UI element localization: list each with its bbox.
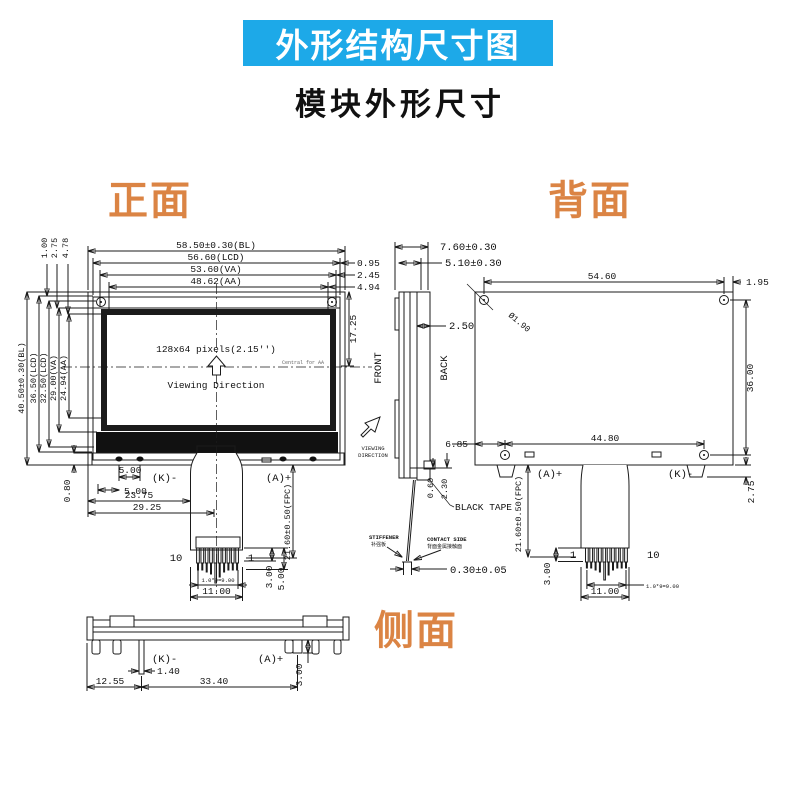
contact-side-label: CONTACT SIDE — [427, 536, 467, 543]
dim-aa-width: 48.62(AA) — [190, 276, 241, 287]
dim-left-span: 12.55 — [96, 676, 125, 687]
dim-lcd2-height: 32.50(LCD) — [39, 352, 49, 403]
dim-lcd-height: 36.50(LCD) — [29, 352, 39, 403]
dim-pin-width: 1.40 — [157, 666, 180, 677]
front-pin10-label: 10 — [170, 553, 183, 565]
dim-fpc-width-back: 11.00 — [591, 586, 620, 597]
dim-total-thickness: 7.60±0.30 — [440, 242, 497, 254]
dim-hole-left: 6.85 — [445, 439, 468, 450]
front-view-label: 正面 — [108, 179, 192, 223]
dim-va-height: 29.00(VA) — [49, 355, 59, 401]
front-view-drawing: 128x64 pixels(2.15'') Viewing Direction … — [17, 238, 380, 601]
dim-offset-245: 2.45 — [357, 270, 380, 281]
dim-fpc-center: 29.25 — [133, 502, 162, 513]
dim-top-offset-275: 2.75 — [50, 238, 60, 258]
dim-fpc-left: 23.75 — [125, 490, 154, 501]
front-cathode-label: (K)- — [152, 473, 177, 485]
back-fpc-pins — [585, 547, 628, 581]
dim-fpc-width-front: 11.00 — [202, 586, 231, 597]
dim-aa-height: 24.94(AA) — [59, 355, 69, 401]
back-pin10-label: 10 — [647, 550, 660, 562]
side-view-label: 侧面 — [374, 609, 458, 653]
dim-offset-095: 0.95 — [357, 258, 380, 269]
dim-bl-thickness: 2.50 — [449, 321, 474, 333]
dim-lcd-width: 56.60(LCD) — [187, 252, 244, 263]
subtitle: 模块外形尺寸 — [295, 87, 505, 122]
dim-pin-span: 33.40 — [200, 676, 229, 687]
dim-bl-width: 58.50±0.30(BL) — [176, 240, 256, 251]
middle-side-view-drawing: 7.60±0.30 5.10±0.30 2.50 FRONT BACK VIEW… — [358, 242, 512, 577]
front-fpc-pins — [196, 547, 239, 584]
dim-hole-span-x: 54.60 — [588, 271, 617, 282]
dim-pin-gap2: 5.00 — [124, 486, 147, 497]
title-banner: 外形结构尺寸图 — [243, 20, 553, 66]
stiffener-label-cn: 补强板 — [371, 541, 386, 548]
dim-pin-pitch-back: 1.0*9=9.00 — [646, 583, 679, 590]
dim-tab-height: 2.75 — [746, 480, 757, 503]
contact-side-label-cn: 背面金属接触面 — [427, 543, 462, 550]
dim-offset-494: 4.94 — [357, 282, 380, 293]
front-pin1-label: 1 — [248, 553, 254, 565]
direction-word: DIRECTION — [358, 452, 388, 459]
back-side-label: BACK — [439, 355, 451, 381]
dim-fpc-thickness: 0.30±0.05 — [450, 565, 507, 577]
dim-contact-len-back: 3.00 — [542, 562, 553, 585]
dim-top-offset-100: 1.00 — [40, 238, 50, 258]
dim-pin-height: 3.00 — [294, 663, 305, 686]
dim-fpc-len-front: 21.60±0.50(FPC) — [283, 484, 293, 561]
bottom-cathode-label: (K)- — [152, 654, 177, 666]
dim-tape-offset: 0.60 — [426, 478, 436, 498]
back-view-drawing: 54.60 1.95 Ø1.90 36.00 6.85 44.80 (A)+ (… — [445, 271, 769, 601]
dim-top-offset-478: 4.78 — [61, 238, 71, 258]
dim-stiffener-len: 5.00 — [276, 567, 287, 590]
viewing-word: VIEWING — [361, 445, 384, 452]
dim-tape-width: 2.30 — [440, 479, 450, 499]
dim-pin-gap1: 5.00 — [119, 465, 142, 476]
stiffener-label: STIFFENER — [369, 534, 399, 541]
dim-contact-len-front: 3.00 — [264, 565, 275, 588]
dim-pin-pitch-front: 1.0*9=9.00 — [201, 577, 234, 584]
bottom-side-view-drawing: (K)- (A)+ 1.40 12.55 33.40 3.00 — [86, 615, 350, 691]
viewing-direction-arrow-icon — [206, 355, 227, 376]
dim-hole-span-bottom: 44.80 — [591, 433, 620, 444]
banner-title: 外形结构尺寸图 — [275, 27, 521, 64]
bottom-anode-label: (A)+ — [258, 654, 283, 666]
front-anode-label: (A)+ — [266, 473, 291, 485]
back-pin1-label: 1 — [570, 550, 576, 562]
dim-edge-offset: 0.80 — [62, 479, 73, 502]
viewing-direction-text: Viewing Direction — [168, 380, 265, 391]
screen-resolution-text: 128x64 pixels(2.15'') — [156, 344, 276, 355]
dim-bl-height: 40.50±0.30(BL) — [17, 342, 27, 413]
viewing-direction-ne-arrow-icon — [360, 416, 381, 438]
dim-hole-span-y: 36.00 — [745, 363, 756, 392]
central-for-aa-text: Central for AA — [282, 360, 324, 366]
black-tape-label: BLACK TAPE — [455, 502, 512, 513]
dim-aa-center: 17.25 — [348, 314, 359, 343]
dim-hole-edge: 1.95 — [746, 277, 769, 288]
back-cathode-label: (K)- — [668, 469, 693, 481]
dim-fpc-len-back: 21.60±0.50(FPC) — [514, 476, 524, 553]
front-side-label: FRONT — [373, 352, 385, 384]
dim-lcd-thickness: 5.10±0.30 — [445, 258, 502, 270]
back-view-label: 背面 — [548, 179, 632, 223]
dim-va-width: 53.60(VA) — [190, 264, 241, 275]
back-anode-label: (A)+ — [537, 469, 562, 481]
